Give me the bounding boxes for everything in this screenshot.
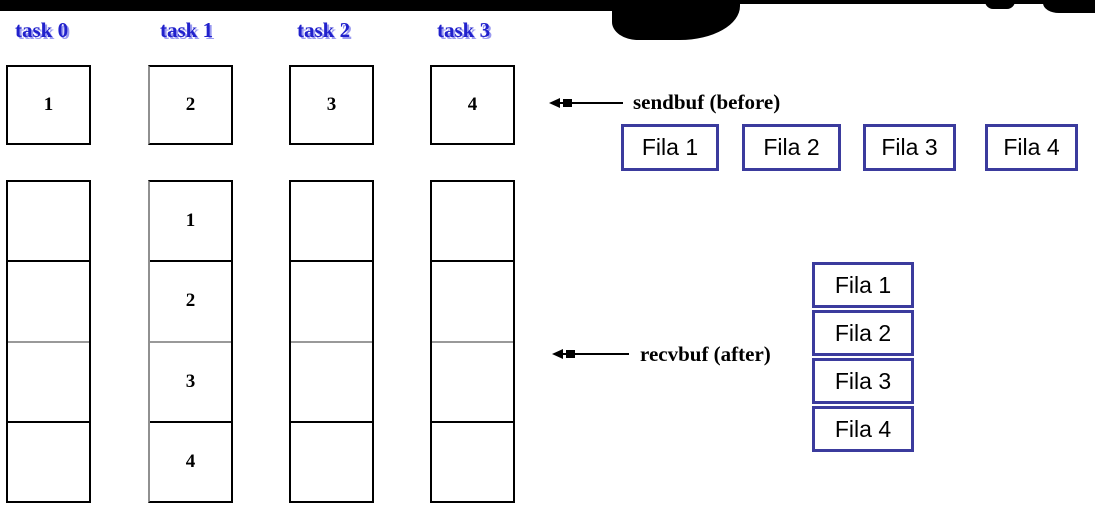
top-black-bump (985, 0, 1015, 9)
fila-stack-box-4: Fila 4 (812, 406, 914, 452)
fila-row-box-4: Fila 4 (985, 124, 1078, 171)
recvbuf-cell (291, 420, 372, 501)
task-3-sendbuf-box: 4 (430, 65, 515, 145)
task-1-label: task 1 (160, 18, 214, 42)
task-0-recvbuf-column (6, 180, 91, 503)
task-3-label: task 3 (437, 18, 491, 42)
task-2-recvbuf-column (289, 180, 374, 503)
recvbuf-left-arrow-icon (552, 349, 563, 359)
top-black-bar (0, 0, 628, 11)
recvbuf-arrow-line (563, 353, 629, 355)
recvbuf-cell (291, 260, 372, 340)
recvbuf-cell (432, 420, 513, 501)
task-2-label: task 2 (297, 18, 351, 42)
recvbuf-cell (291, 340, 372, 421)
top-black-strip (700, 0, 1095, 4)
sendbuf-label: sendbuf (before) (633, 90, 781, 114)
sendbuf-left-arrow-icon (549, 98, 560, 108)
recvbuf-cell (8, 260, 89, 340)
task-0-sendbuf-box: 1 (6, 65, 91, 145)
fila-row-box-3: Fila 3 (863, 124, 956, 171)
recvbuf-cell: 2 (150, 260, 231, 340)
recvbuf-cell (8, 420, 89, 501)
fila-row-box-1: Fila 1 (621, 124, 719, 171)
fila-stack-box-3: Fila 3 (812, 358, 914, 404)
task-1-recvbuf-column: 1 2 3 4 (148, 180, 233, 503)
recvbuf-cell: 1 (185, 210, 196, 232)
recvbuf-label: recvbuf (after) (640, 342, 771, 366)
task-1-sendbuf-box: 2 (148, 65, 233, 145)
recvbuf-cell (432, 260, 513, 340)
fila-stack-box-2: Fila 2 (812, 310, 914, 356)
recvbuf-cell (432, 182, 513, 260)
fila-stack-box-1: Fila 1 (812, 262, 914, 308)
top-black-blob (612, 0, 740, 40)
task-2-sendbuf-box: 3 (289, 65, 374, 145)
recvbuf-cell (291, 182, 372, 260)
fila-row-box-2: Fila 2 (742, 124, 841, 171)
task-0-label: task 0 (15, 18, 69, 42)
recvbuf-cell: 3 (150, 340, 231, 421)
task-3-recvbuf-column (430, 180, 515, 503)
recvbuf-cell (8, 182, 89, 260)
recvbuf-cell (8, 340, 89, 421)
recvbuf-cell (432, 340, 513, 421)
recvbuf-cell: 4 (150, 420, 231, 501)
top-right-black-corner (1043, 0, 1095, 13)
sendbuf-arrow-line (560, 102, 623, 104)
